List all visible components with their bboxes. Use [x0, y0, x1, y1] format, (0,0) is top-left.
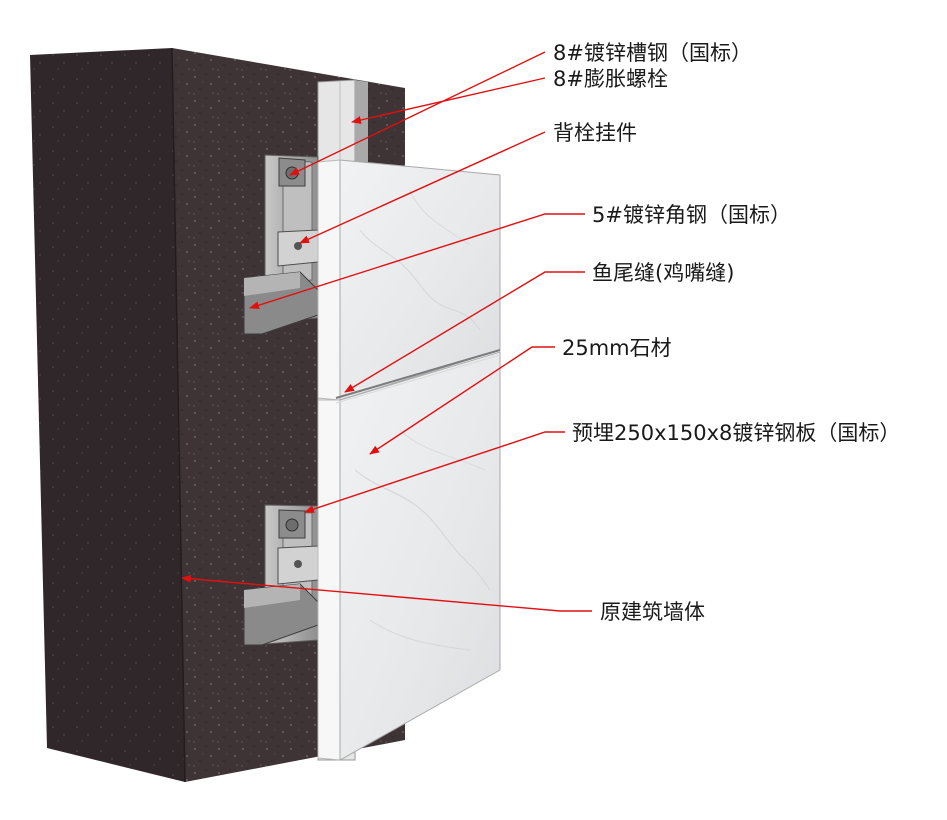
leader-wall — [181, 574, 592, 612]
wall-side-face — [30, 48, 185, 782]
label-embedded-plate: 预埋250x150x8镀锌钢板（国标） — [572, 421, 900, 445]
leader-fishtail-joint — [344, 271, 585, 393]
leader-embedded-plate — [304, 431, 565, 513]
stone-panels — [317, 159, 501, 761]
label-channel-steel: 8#镀锌槽钢（国标） — [553, 41, 752, 65]
label-expansion-bolt: 8#膨胀螺栓 — [553, 67, 668, 91]
labels: 8#镀锌槽钢（国标） 8#膨胀螺栓 背栓挂件 5#镀锌角钢（国标） 鱼尾缝(鸡嘴… — [553, 41, 900, 624]
leader-lines — [181, 51, 592, 612]
leader-stone — [369, 346, 555, 455]
label-fishtail-joint: 鱼尾缝(鸡嘴缝) — [592, 261, 734, 285]
lower-stone-panel — [339, 351, 501, 761]
label-stone: 25mm石材 — [562, 336, 672, 360]
label-back-bolt-hanger: 背栓挂件 — [553, 121, 637, 145]
label-angle-steel: 5#镀锌角钢（国标） — [592, 203, 791, 227]
label-wall: 原建筑墙体 — [600, 600, 705, 624]
leader-channel-steel — [289, 51, 546, 176]
leader-angle-steel — [249, 213, 585, 310]
leader-back-bolt-hanger — [299, 131, 546, 244]
leader-expansion-bolt — [351, 77, 546, 124]
fishtail-joint-line — [335, 349, 501, 399]
